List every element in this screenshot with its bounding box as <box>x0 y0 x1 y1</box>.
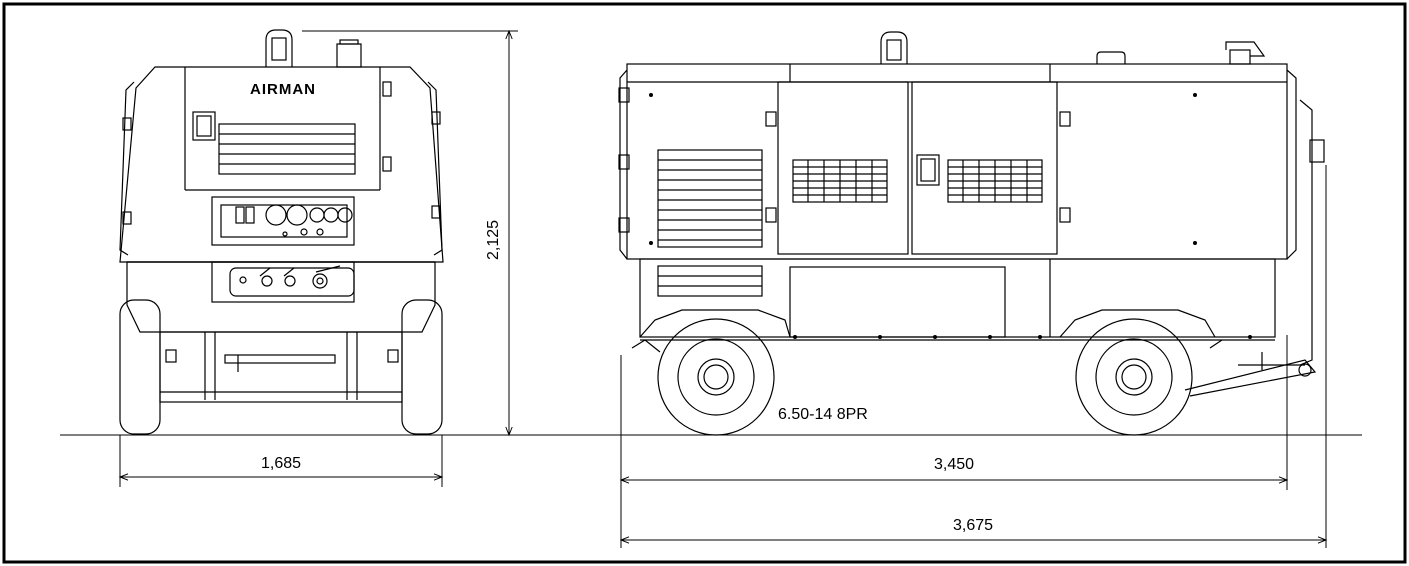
overall-length-label: 3,675 <box>953 517 993 534</box>
body-length-dimension: 3,450 <box>619 456 1289 484</box>
front-width-label: 1,685 <box>261 455 301 472</box>
overall-length-dimension: 3,675 <box>619 517 1328 544</box>
side-rear-wheel <box>1075 318 1193 436</box>
side-door-right <box>911 81 1058 255</box>
side-front-wheel <box>657 318 775 436</box>
body-length-label: 3,450 <box>934 456 974 473</box>
side-rivets <box>649 93 1252 339</box>
side-door-left <box>777 81 909 255</box>
height-dimension: 2,125 <box>485 29 513 437</box>
front-view <box>119 29 444 435</box>
brand-logo: AIRMAN <box>250 81 316 98</box>
tire-spec-label: 6.50-14 8PR <box>778 406 868 423</box>
front-width-dimension: 1,685 <box>118 435 444 487</box>
height-label: 2,125 <box>485 220 502 260</box>
front-right-tire <box>401 299 443 435</box>
side-view <box>618 31 1325 436</box>
front-left-tire <box>119 299 161 435</box>
